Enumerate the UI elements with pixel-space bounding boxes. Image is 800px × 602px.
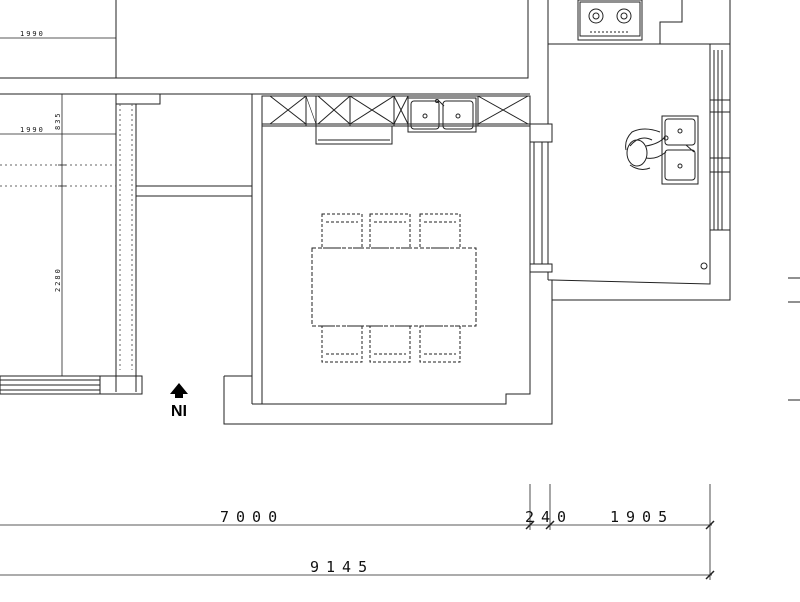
dimension-small-vertical: 835 <box>54 111 62 130</box>
bottom-left-window <box>0 375 143 395</box>
upper-cabinets <box>261 95 531 127</box>
bottom-dimension-lines <box>0 484 715 580</box>
dimension-mid-left: 1990 <box>20 126 45 134</box>
double-sink-icon <box>661 115 699 185</box>
person-icon <box>625 128 669 170</box>
dimension-total-9145: 9145 <box>310 558 374 576</box>
range-hood-icon <box>315 125 393 145</box>
dining-room-walls <box>223 94 553 425</box>
dimension-bottom-7000: 7000 <box>220 508 284 526</box>
dimension-top-left: 1990 <box>20 30 45 38</box>
top-walls <box>116 0 549 95</box>
dimension-bottom-240: 240 <box>525 508 573 526</box>
gas-stove-icon <box>579 1 641 37</box>
left-dimension-lines <box>0 32 117 377</box>
dining-table <box>311 247 477 327</box>
kitchen-walls <box>548 0 731 301</box>
right-window <box>710 50 730 231</box>
dimension-vertical-height: 2280 <box>54 267 62 292</box>
left-room-walls <box>0 0 253 404</box>
double-sink-icon <box>407 97 477 133</box>
edge-ticks <box>788 277 800 401</box>
entrance-arrow-icon <box>170 383 188 398</box>
dining-chairs <box>321 213 461 363</box>
dimension-bottom-1905: 1905 <box>610 508 674 526</box>
entrance-label: IN <box>171 401 187 418</box>
